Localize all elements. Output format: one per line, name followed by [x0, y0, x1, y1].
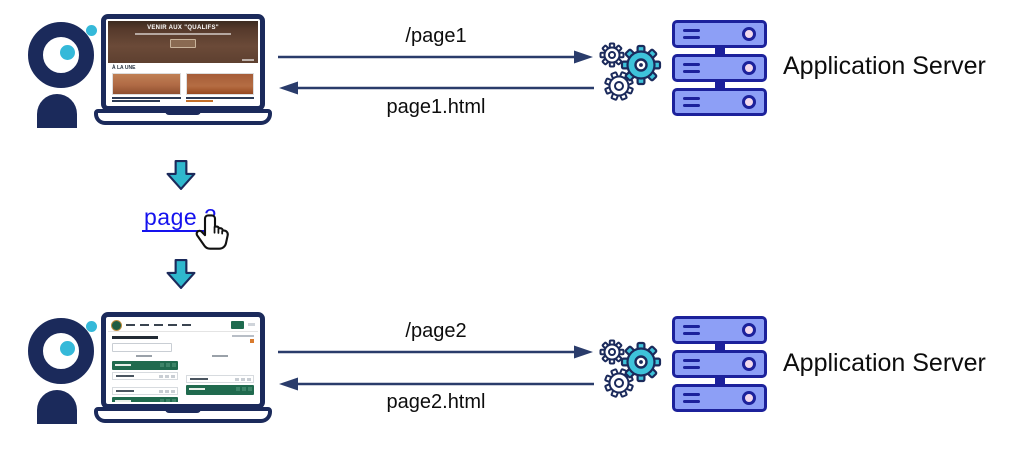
page1-article-cards [108, 71, 258, 102]
page2-filter-dropdown [112, 343, 172, 352]
page2-nav-button [231, 321, 244, 329]
down-arrow-icon [166, 259, 196, 289]
hand-cursor-icon [195, 214, 229, 250]
request2-arrow [278, 345, 593, 359]
page1-thumbnail: VENIR AUX "QUALIFS" À LA UNE [108, 21, 258, 104]
gear-medium-outline [604, 368, 634, 398]
down-arrow-icon [166, 160, 196, 190]
server-drive-bars-icon [683, 393, 700, 403]
request1-label: /page1 [405, 25, 467, 47]
server-unit [672, 350, 767, 378]
page1-hero-button [170, 39, 196, 48]
match-scorecard [186, 375, 254, 383]
gear-medium-outline [604, 71, 634, 101]
page2-heading-bar [112, 336, 158, 339]
page1-hero-banner: VENIR AUX "QUALIFS" [108, 21, 258, 63]
server-led-indicator [742, 27, 756, 41]
match-scorecard [186, 385, 254, 395]
page1-carousel-dots [242, 59, 254, 61]
server-led-indicator [742, 323, 756, 337]
request1-arrow [278, 50, 593, 64]
site-logo-icon [111, 320, 122, 331]
server-led-indicator [742, 391, 756, 405]
article-link-bar [185, 100, 213, 102]
match-scorecard [112, 372, 178, 380]
laptop-notch [165, 407, 201, 413]
page1-hero-subtitle-bar [135, 33, 231, 35]
server-drive-bars-icon [683, 325, 700, 335]
server-drive-bars-icon [683, 97, 700, 107]
match-scorecard [112, 387, 178, 395]
gears-icon [599, 339, 662, 398]
server-stack [672, 20, 768, 117]
server-connector [715, 44, 725, 56]
response2-arrow [279, 377, 594, 391]
user-teal-dot-medium [60, 341, 75, 356]
article-caption-bar [112, 97, 181, 99]
server-unit [672, 20, 767, 48]
server-drive-bars-icon [683, 29, 700, 39]
user-teal-dot-small [86, 321, 97, 332]
application-server-label: Application Server [783, 52, 986, 80]
laptop-notch [165, 109, 201, 115]
server-unit [672, 88, 767, 116]
user-icon [24, 20, 112, 130]
user-body [37, 94, 77, 128]
page2-thumbnail [108, 319, 258, 402]
server-connector [715, 78, 725, 90]
server-stack [672, 316, 768, 413]
server-unit [672, 316, 767, 344]
article-card [185, 73, 254, 102]
article-image [185, 73, 254, 95]
page2-accent-square [250, 339, 254, 343]
request2-label: /page2 [405, 320, 467, 342]
article-caption-bar [185, 97, 254, 99]
page2-lang-switch [248, 323, 255, 326]
page2-column-header-bar [212, 355, 228, 357]
article-card [112, 73, 181, 102]
page1-hero-title: VENIR AUX "QUALIFS" [147, 25, 219, 31]
laptop-browser-page1: VENIR AUX "QUALIFS" À LA UNE [94, 14, 272, 128]
gear-small-outline [599, 339, 625, 365]
article-caption-bar [112, 100, 160, 102]
page2-nav-items [126, 324, 191, 326]
user-body [37, 390, 77, 424]
server-drive-bars-icon [683, 63, 700, 73]
response1-label: page1.html [386, 96, 486, 118]
article-image [112, 73, 181, 95]
gears-icon [599, 42, 662, 101]
application-server-label: Application Server [783, 349, 986, 377]
server-led-indicator [742, 357, 756, 371]
server-connector [715, 374, 725, 386]
server-connector [715, 340, 725, 352]
response1-arrow [279, 81, 594, 95]
server-unit [672, 54, 767, 82]
page2-heading-right-bar [232, 335, 254, 337]
match-scorecard [112, 397, 178, 402]
user-icon [24, 316, 112, 426]
page2-navbar [108, 319, 258, 332]
server-led-indicator [742, 95, 756, 109]
server-unit [672, 384, 767, 412]
page1-section-kicker: À LA UNE [112, 65, 136, 71]
laptop-screen: VENIR AUX "QUALIFS" À LA UNE [101, 14, 265, 111]
gear-small-outline [599, 42, 625, 68]
gear-teal [620, 44, 662, 86]
page1-news-section: À LA UNE [108, 63, 258, 71]
gear-teal [620, 341, 662, 383]
laptop-screen [101, 312, 265, 409]
match-scorecard [112, 361, 178, 370]
response2-label: page2.html [386, 391, 486, 413]
server-drive-bars-icon [683, 359, 700, 369]
laptop-browser-page2 [94, 312, 272, 426]
user-teal-dot-small [86, 25, 97, 36]
server-led-indicator [742, 61, 756, 75]
page2-column-header-bar [136, 355, 152, 357]
user-teal-dot-medium [60, 45, 75, 60]
